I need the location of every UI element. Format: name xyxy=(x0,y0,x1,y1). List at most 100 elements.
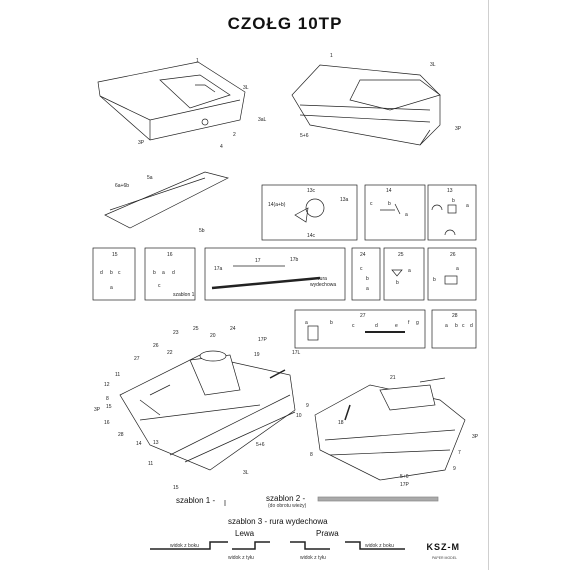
asm-right-label-18: 18 xyxy=(338,420,344,426)
assembly-right-drawing xyxy=(314,377,466,481)
label-26-a: a xyxy=(456,266,459,272)
szablon-3-label: szablon 3 - rura wydechowa xyxy=(228,517,328,526)
label-14-a: a xyxy=(405,212,408,218)
widok-z-tylu-right: widok z tyłu xyxy=(300,555,326,561)
asm-label-13: 13 xyxy=(153,440,159,446)
label-4: 4 xyxy=(220,144,223,150)
box-26 xyxy=(427,247,477,301)
box-13 xyxy=(427,184,477,241)
label-1: 1 xyxy=(196,58,199,64)
widok-z-tylu-left: widok z tyłu xyxy=(228,555,254,561)
hull-left-drawing xyxy=(97,61,246,141)
asm-label-16: 16 xyxy=(104,420,110,426)
label-17a: 17a xyxy=(214,266,223,272)
asm-label-27: 27 xyxy=(134,356,140,362)
label-17b: 17b xyxy=(290,257,299,263)
label-25-b: b xyxy=(396,280,399,286)
szablon-2-note: (do obrotu wieży) xyxy=(268,503,307,509)
box-27 xyxy=(294,309,426,349)
label-13a: 13a xyxy=(340,197,349,203)
box-24 xyxy=(351,247,381,301)
asm-label-17p: 17P xyxy=(258,337,267,343)
label-26-b: b xyxy=(433,277,436,283)
box-14 xyxy=(364,184,426,241)
asm-label-28: 28 xyxy=(118,432,124,438)
label-16-d: d xyxy=(172,270,175,276)
szablon-1-label: szablon 1 - xyxy=(176,496,216,505)
page-title: CZOŁG 10TP xyxy=(227,14,343,33)
asm-label-3p: 3P xyxy=(94,407,101,413)
asm-label-5-6: 5+6 xyxy=(256,442,265,448)
label-3al: 3aL xyxy=(258,117,267,123)
label-15-a: a xyxy=(110,285,113,291)
prawa-label: Prawa xyxy=(316,529,339,538)
label-6a-6b: 6a+6b xyxy=(115,183,130,189)
label-27-b: b xyxy=(330,320,333,326)
label-5b: 5b xyxy=(199,228,205,234)
label-1-right: 1 xyxy=(330,53,333,59)
label-27-f: f xyxy=(408,320,410,326)
brand-subtitle: PAPER MODEL xyxy=(431,556,457,560)
label-16: 16 xyxy=(167,252,173,258)
asm-label-11: 11 xyxy=(115,372,121,378)
label-3p-right: 3P xyxy=(455,126,462,132)
label-5a: 5a xyxy=(147,175,153,181)
label-14-c: c xyxy=(370,201,373,207)
label-15-c: c xyxy=(118,270,121,276)
box-13c xyxy=(261,184,358,241)
label-5-6-right: 5+6 xyxy=(300,133,309,139)
asm-label-14: 14 xyxy=(136,441,142,447)
label-13: 13 xyxy=(447,188,453,194)
label-24: 24 xyxy=(360,252,366,258)
label-wydechowa: wydechowa xyxy=(310,282,337,288)
asm-label-15a: 15 xyxy=(106,404,112,410)
label-25: 25 xyxy=(398,252,404,258)
asm-label-8: 8 xyxy=(106,396,109,402)
asm-label-15: 15 xyxy=(173,485,179,491)
label-28-d: d xyxy=(470,323,473,329)
asm-right-label-7: 7 xyxy=(458,450,461,456)
asm-label-23: 23 xyxy=(173,330,179,336)
label-27-e: e xyxy=(395,323,398,329)
label-3p: 3P xyxy=(138,140,145,146)
label-szablon-1: szablon 1 xyxy=(173,292,195,298)
asm-right-label-5-6: 5+6 xyxy=(400,474,409,480)
label-14ab: 14(a+b) xyxy=(268,202,286,208)
label-rura: rura xyxy=(318,276,327,282)
label-15-d: d xyxy=(100,270,103,276)
asm-right-label-3p: 3P xyxy=(472,434,479,440)
asm-label-22: 22 xyxy=(167,350,173,356)
widok-z-boku-left: widok z boku xyxy=(170,543,199,549)
label-27-a: a xyxy=(305,320,308,326)
asm-label-11b: 11 xyxy=(148,461,154,467)
label-15: 15 xyxy=(112,252,118,258)
label-13-a: a xyxy=(466,203,469,209)
label-24-b: b xyxy=(366,276,369,282)
label-17: 17 xyxy=(255,258,261,264)
label-26: 26 xyxy=(450,252,456,258)
page-edge-line xyxy=(488,0,489,570)
asm-label-3l: 3L xyxy=(243,470,249,476)
asm-label-19: 19 xyxy=(254,352,260,358)
box-exhaust xyxy=(204,247,346,301)
asm-label-17l: 17L xyxy=(292,350,301,356)
brand-logo: KSZ-M xyxy=(426,542,460,552)
label-27: 27 xyxy=(360,313,366,319)
asm-label-12: 12 xyxy=(104,382,110,388)
label-2: 2 xyxy=(233,132,236,138)
szablon-2-label: szablon 2 - xyxy=(266,494,306,503)
asm-label-10: 10 xyxy=(296,413,302,419)
asm-label-20: 20 xyxy=(210,333,216,339)
asm-right-label-9: 9 xyxy=(453,466,456,472)
label-14-b: b xyxy=(388,201,391,207)
box-16 xyxy=(144,247,196,301)
asm-label-25: 25 xyxy=(193,326,199,332)
label-16-a: a xyxy=(162,270,165,276)
label-28-c: c xyxy=(462,323,465,329)
label-3l: 3L xyxy=(243,85,249,91)
asm-label-9: 9 xyxy=(306,403,309,409)
label-14: 14 xyxy=(386,188,392,194)
label-13-b: b xyxy=(452,198,455,204)
asm-right-label-17p: 17P xyxy=(400,482,409,488)
label-28-b: b xyxy=(455,323,458,329)
